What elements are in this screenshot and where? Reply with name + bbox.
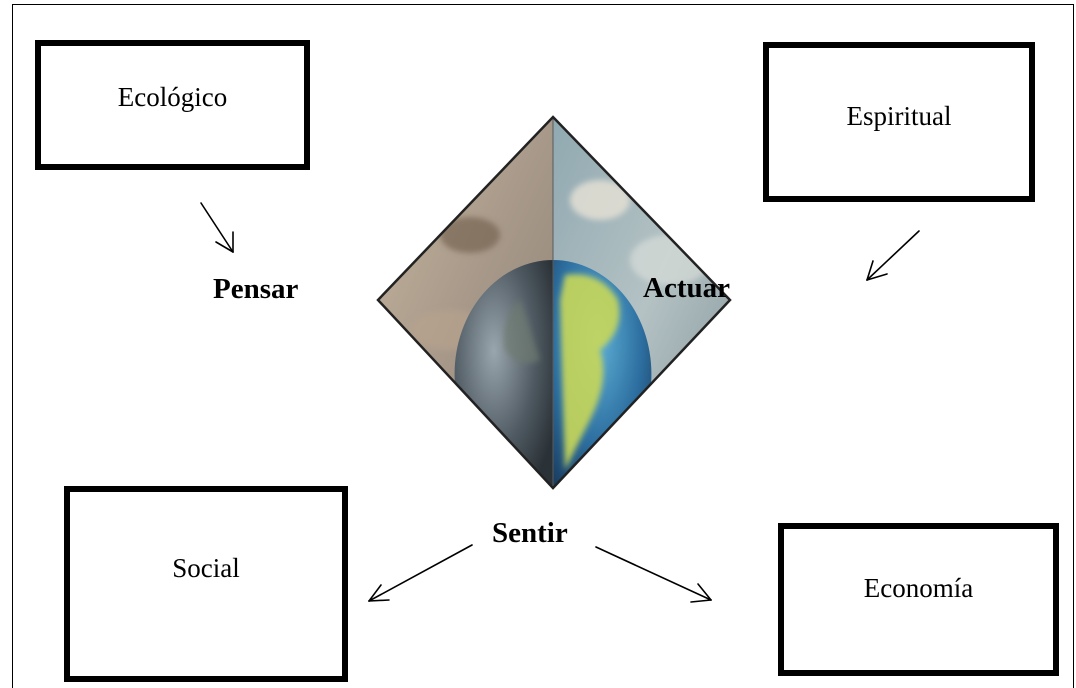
economia-label: Economía [863, 573, 974, 603]
social-label: Social [172, 553, 240, 583]
social-box: Social [64, 486, 348, 682]
espiritual-label: Espiritual [846, 101, 952, 131]
espiritual-box: Espiritual [763, 42, 1035, 202]
pensar-label: Pensar [213, 273, 299, 305]
ecologico-box: Ecológico [35, 40, 310, 170]
actuar-label: Actuar [643, 272, 730, 304]
economia-box: Economía [778, 523, 1059, 676]
diagram-frame [12, 4, 1074, 688]
ecologico-label: Ecológico [117, 82, 228, 112]
sentir-label: Sentir [492, 517, 568, 549]
